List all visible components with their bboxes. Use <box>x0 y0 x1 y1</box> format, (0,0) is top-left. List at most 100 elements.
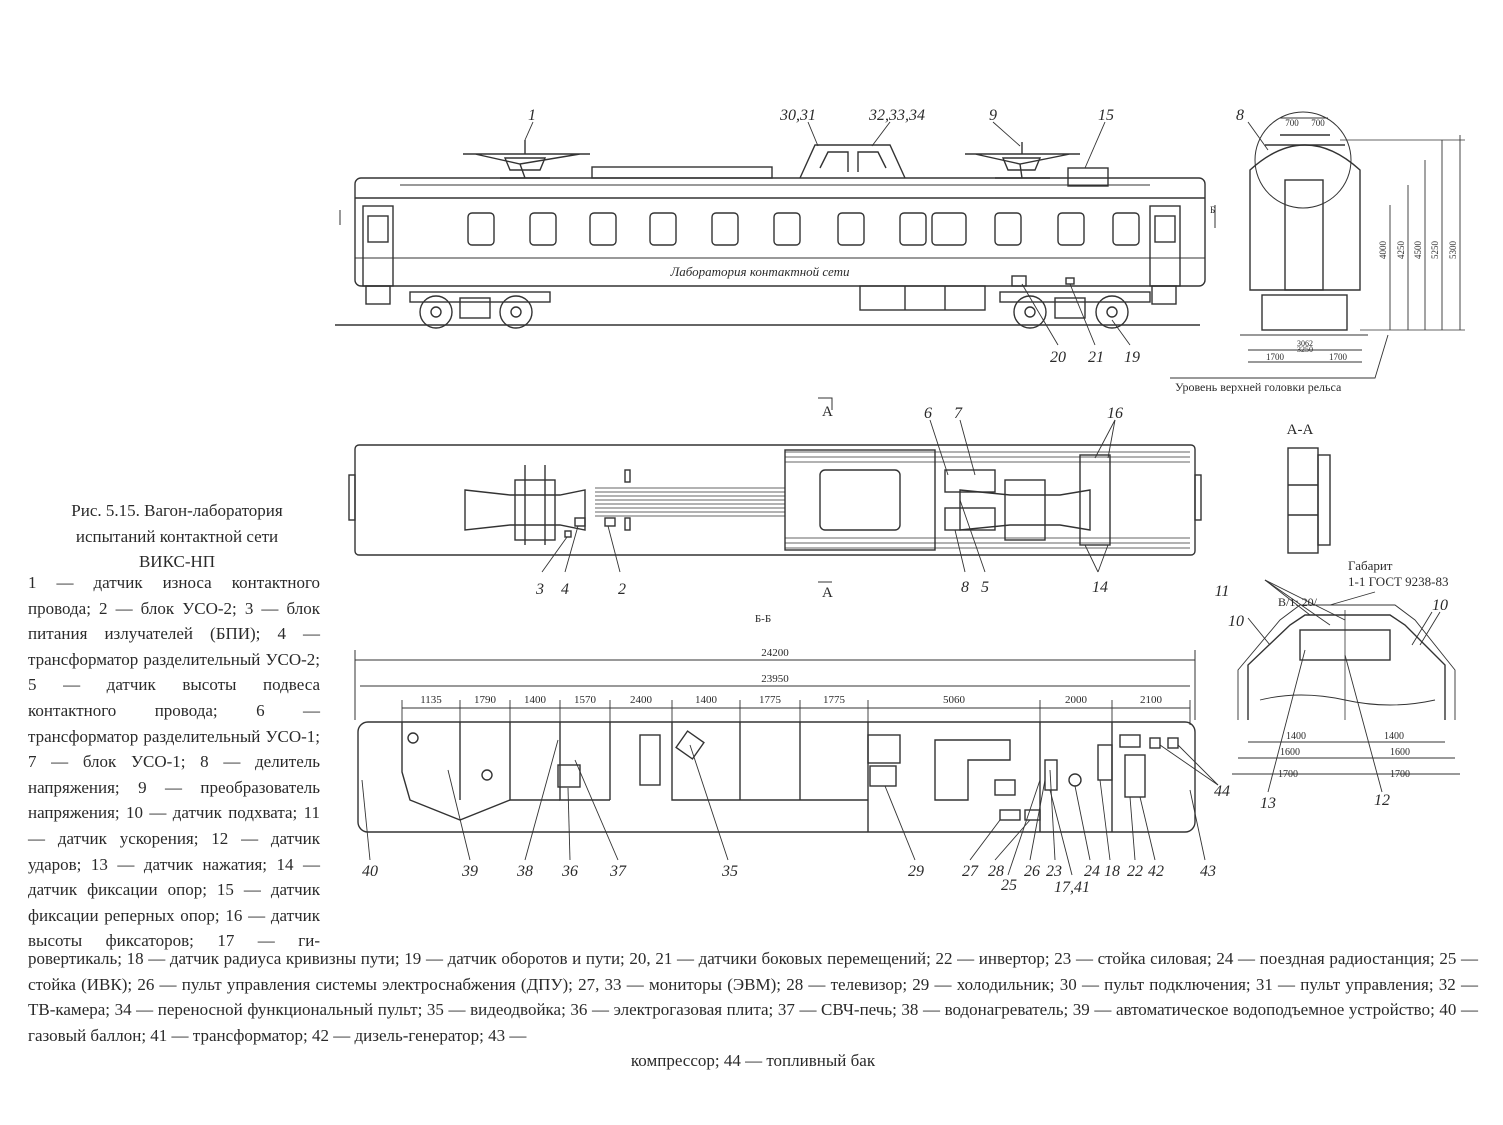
window <box>529 212 557 246</box>
side-windows <box>467 212 1140 246</box>
section-mark-b: Б <box>1210 205 1215 215</box>
window <box>467 212 495 246</box>
label-top-4: 4 <box>561 581 569 598</box>
label-plan: 38 <box>516 863 533 880</box>
dim-segment: 1400 <box>695 694 718 706</box>
label-top-6: 6 <box>924 405 932 422</box>
label-plan: 43 <box>1200 863 1216 880</box>
dim-24200: 24200 <box>761 647 789 659</box>
dim-23950: 23950 <box>761 673 789 685</box>
label-side-1: 1 <box>528 107 536 124</box>
label-gab-13: 13 <box>1260 795 1276 812</box>
window <box>773 212 801 246</box>
plan-outline <box>357 721 1196 833</box>
window <box>1057 212 1085 246</box>
figure-title-line-2: испытаний контактной сети <box>75 526 279 546</box>
label-top-16: 16 <box>1107 405 1123 422</box>
label-plan: 39 <box>461 863 478 880</box>
dim-segment: 5060 <box>943 694 966 706</box>
label-plan: 36 <box>561 863 578 880</box>
pantograph-right <box>965 142 1080 179</box>
window-double <box>931 212 967 246</box>
label-side-30-31: 30,31 <box>779 107 816 124</box>
gabarit-note-1: Габарит <box>1348 558 1393 573</box>
section-aa <box>1287 447 1319 554</box>
label-plan: 35 <box>721 863 738 880</box>
dim-end-3062: 3062 <box>1297 339 1313 348</box>
bogie-right <box>999 275 1151 329</box>
window <box>994 212 1022 246</box>
label-gab-10-right: 10 <box>1432 597 1448 614</box>
label-side-9: 9 <box>989 107 997 124</box>
underframe-box <box>859 285 986 311</box>
dim-segment: 1570 <box>574 694 597 706</box>
dim-gabarit: 1600 <box>1390 747 1410 758</box>
rail-level-note: Уровень верхней головки рельса <box>1175 380 1342 394</box>
label-gab-12: 12 <box>1374 792 1390 809</box>
figure-title-line-3: ВИКС-НП <box>138 552 216 572</box>
bogie-left <box>409 291 551 329</box>
section-aa-title: А-А <box>1287 422 1314 438</box>
dim-end-1700-left: 1700 <box>1266 352 1285 362</box>
top-view <box>348 397 1202 583</box>
label-plan: 40 <box>362 863 378 880</box>
dim-segment: 1790 <box>474 694 497 706</box>
window <box>649 212 677 246</box>
label-plan: 28 <box>988 863 1004 880</box>
label-side-32-34: 32,33,34 <box>868 107 925 124</box>
window <box>589 212 617 246</box>
figure-title: Рис. 5.15. Вагон-лаборатория испытаний к… <box>32 498 322 575</box>
scale-note: В/1: 20/ <box>1278 595 1318 609</box>
dim-segment: 2000 <box>1065 694 1088 706</box>
label-plan: 29 <box>908 863 924 880</box>
label-plan: 25 <box>1001 877 1017 894</box>
dim-segment: 1775 <box>759 694 782 706</box>
label-plan: 24 <box>1084 863 1100 880</box>
label-end-8: 8 <box>1236 107 1244 124</box>
label-top-8: 8 <box>961 579 969 596</box>
label-plan: 44 <box>1214 783 1230 800</box>
label-top-7: 7 <box>954 405 963 422</box>
label-side-21: 21 <box>1088 349 1104 366</box>
drawing-labels: 1 30,31 32,33,34 9 15 20 21 19 Лаборатор… <box>362 107 1458 896</box>
dim-gabarit: 1600 <box>1280 747 1300 758</box>
technical-drawing: 1 30,31 32,33,34 9 15 20 21 19 Лаборатор… <box>335 107 1465 896</box>
label-side-19: 19 <box>1124 349 1140 366</box>
label-plan: 17,41 <box>1054 879 1090 896</box>
label-side-15: 15 <box>1098 107 1114 124</box>
label-plan: 42 <box>1148 863 1164 880</box>
legend-bottom: ровертикаль; 18 — датчик радиуса кривизн… <box>28 946 1478 1074</box>
gabarit-note-2: 1-1 ГОСТ 9238-83 <box>1348 574 1449 589</box>
dim-gabarit: 1400 <box>1384 731 1404 742</box>
label-side-20: 20 <box>1050 349 1066 366</box>
dim-segment: 1400 <box>524 694 547 706</box>
label-plan: 22 <box>1127 863 1143 880</box>
dim-end-height: 4000 <box>1378 241 1388 260</box>
label-plan: 18 <box>1104 863 1120 880</box>
legend-bottom-last: компрессор; 44 — топливный бак <box>630 1051 876 1071</box>
dim-segment: 2100 <box>1140 694 1163 706</box>
dim-gabarit: 1700 <box>1390 769 1410 780</box>
dim-end-1700-right: 1700 <box>1329 352 1348 362</box>
label-top-3: 3 <box>535 581 544 598</box>
window <box>837 212 865 246</box>
end-view <box>1170 111 1465 554</box>
label-plan: 23 <box>1046 863 1062 880</box>
section-a-top: А <box>822 404 833 420</box>
label-top-2: 2 <box>618 581 626 598</box>
dim-segment: 1775 <box>823 694 846 706</box>
dim-end-3250: 3250 <box>1297 345 1313 354</box>
label-gab-11: 11 <box>1215 583 1230 600</box>
dim-end-height: 5300 <box>1448 241 1458 260</box>
window <box>899 212 927 246</box>
window <box>1112 212 1140 246</box>
label-plan: 27 <box>962 863 979 880</box>
dim-gabarit: 1700 <box>1278 769 1298 780</box>
legend-left: 1 — датчик износа контактного провода; 2… <box>28 573 320 951</box>
label-top-14: 14 <box>1092 579 1108 596</box>
label-plan: 37 <box>609 863 627 880</box>
pantograph-left <box>463 140 590 179</box>
window <box>711 212 739 246</box>
label-top-5: 5 <box>981 579 989 596</box>
section-a-bottom: А <box>822 585 833 601</box>
